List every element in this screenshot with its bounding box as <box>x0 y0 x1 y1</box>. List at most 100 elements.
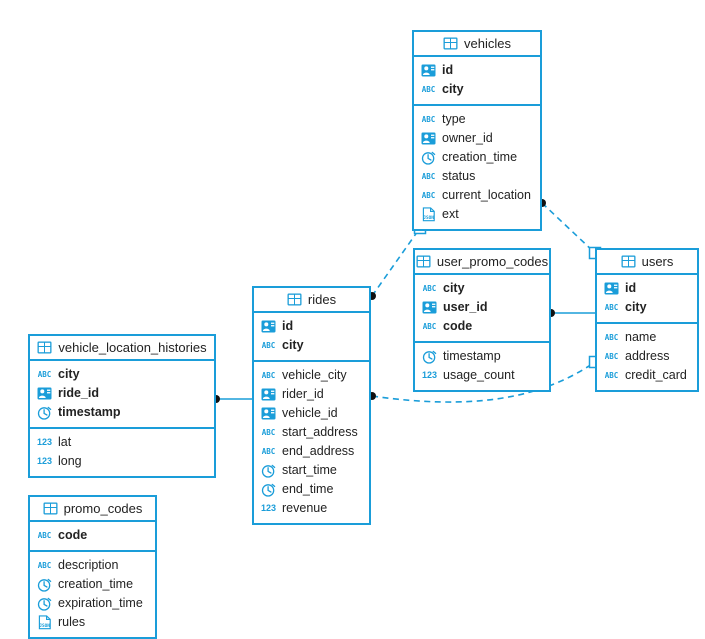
abc-icon: ABC <box>37 560 52 570</box>
table-grid-icon <box>621 254 636 269</box>
table-header-vehicles[interactable]: vehicles <box>414 32 540 57</box>
clock-icon <box>37 405 52 420</box>
field-label: creation_time <box>58 577 134 592</box>
field-row[interactable]: ride_id <box>30 384 214 403</box>
table-header-vehicle_location_histories[interactable]: vehicle_location_histories <box>30 336 214 361</box>
table-title: promo_codes <box>63 501 143 516</box>
field-label: lat <box>58 435 72 450</box>
field-label: city <box>443 281 465 296</box>
field-row[interactable]: expiration_time <box>30 594 155 613</box>
person-card-icon <box>604 281 619 296</box>
field-label: credit_card <box>625 368 687 383</box>
abc-icon: ABC <box>261 370 276 380</box>
field-row[interactable]: id <box>597 279 697 298</box>
field-row[interactable]: id <box>414 61 540 80</box>
field-label: city <box>282 338 304 353</box>
clock-icon <box>37 596 52 611</box>
abc-icon: ABC <box>421 171 436 181</box>
field-row[interactable]: 123 revenue <box>254 499 369 518</box>
table-grid-icon <box>287 292 302 307</box>
field-row[interactable]: ABC credit_card <box>597 366 697 385</box>
clock-icon <box>261 482 276 497</box>
field-row[interactable]: ABC address <box>597 347 697 366</box>
field-row[interactable]: timestamp <box>415 347 549 366</box>
clock-icon <box>37 577 52 592</box>
field-row[interactable]: user_id <box>415 298 549 317</box>
123-icon: 123 <box>260 503 277 513</box>
abc-icon: ABC <box>37 369 52 379</box>
svg-text:JSON: JSON <box>423 215 434 221</box>
field-label: ride_id <box>58 386 99 401</box>
field-label: code <box>58 528 88 543</box>
field-label: revenue <box>282 501 328 516</box>
abc-icon: ABC <box>37 530 52 540</box>
field-label: id <box>442 63 454 78</box>
field-row[interactable]: vehicle_id <box>254 404 369 423</box>
abc-icon: ABC <box>604 351 619 361</box>
table-header-user_promo_codes[interactable]: user_promo_codes <box>415 250 549 275</box>
abc-icon: ABC <box>604 370 619 380</box>
field-row[interactable]: 123 long <box>30 452 214 471</box>
field-row[interactable]: ABC code <box>30 526 155 545</box>
field-label: city <box>58 367 80 382</box>
field-label: long <box>58 454 82 469</box>
field-label: owner_id <box>442 131 493 146</box>
field-row[interactable]: creation_time <box>414 148 540 167</box>
123-icon: 123 <box>36 456 53 466</box>
abc-icon: ABC <box>422 321 437 331</box>
table-grid-icon <box>416 254 431 269</box>
table-title: vehicle_location_histories <box>58 340 207 355</box>
abc-icon: ABC <box>422 283 437 293</box>
field-label: start_time <box>282 463 337 478</box>
field-row[interactable]: timestamp <box>30 403 214 422</box>
table-title: users <box>641 254 674 269</box>
table-header-promo_codes[interactable]: promo_codes <box>30 497 155 522</box>
table-header-rides[interactable]: rides <box>254 288 369 313</box>
field-row[interactable]: creation_time <box>30 575 155 594</box>
relationship-vehicle-location-histories-to-rides <box>212 395 252 403</box>
field-row[interactable]: owner_id <box>414 129 540 148</box>
table-header-users[interactable]: users <box>597 250 697 275</box>
field-row[interactable]: end_time <box>254 480 369 499</box>
abc-icon: ABC <box>261 446 276 456</box>
table-grid-icon <box>443 36 458 51</box>
field-label: city <box>442 82 464 97</box>
field-row[interactable]: rider_id <box>254 385 369 404</box>
field-row[interactable]: ABC city <box>30 365 214 384</box>
field-label: rider_id <box>282 387 324 402</box>
field-label: timestamp <box>58 405 121 420</box>
field-label: end_time <box>282 482 334 497</box>
field-row[interactable]: start_time <box>254 461 369 480</box>
field-row[interactable]: ABC city <box>415 279 549 298</box>
person-card-icon <box>261 319 276 334</box>
field-label: id <box>282 319 294 334</box>
field-row[interactable]: id <box>254 317 369 336</box>
field-label: address <box>625 349 670 364</box>
abc-icon: ABC <box>421 114 436 124</box>
